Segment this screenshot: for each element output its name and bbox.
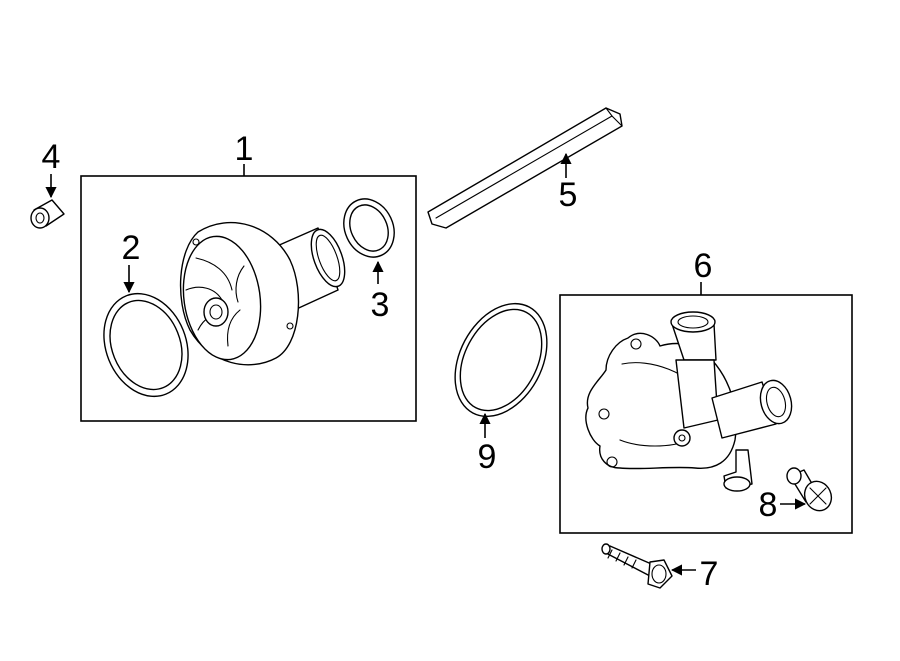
pump-gasket[interactable] (89, 281, 203, 409)
callout-8[interactable]: 8 (759, 486, 778, 524)
housing-o-ring[interactable] (437, 288, 566, 432)
callout-5[interactable]: 5 (559, 176, 578, 214)
callout-6[interactable]: 6 (694, 247, 713, 285)
outlet-o-ring[interactable] (335, 191, 404, 266)
group-box-pump-housing (559, 294, 853, 534)
pump-housing[interactable] (585, 311, 796, 492)
housing-bolt[interactable] (601, 543, 673, 589)
callout-9[interactable]: 9 (478, 438, 497, 476)
callout-1[interactable]: 1 (235, 130, 254, 168)
bushing[interactable] (30, 199, 65, 229)
callout-3[interactable]: 3 (371, 286, 390, 324)
callout-4[interactable]: 4 (42, 138, 61, 176)
bleeder-screw[interactable] (786, 467, 836, 515)
water-pump-body[interactable] (176, 221, 352, 366)
callout-2[interactable]: 2 (122, 229, 141, 267)
callout-7[interactable]: 7 (700, 555, 719, 593)
group-box-water-pump (80, 175, 417, 422)
drive-shaft[interactable] (427, 107, 623, 229)
